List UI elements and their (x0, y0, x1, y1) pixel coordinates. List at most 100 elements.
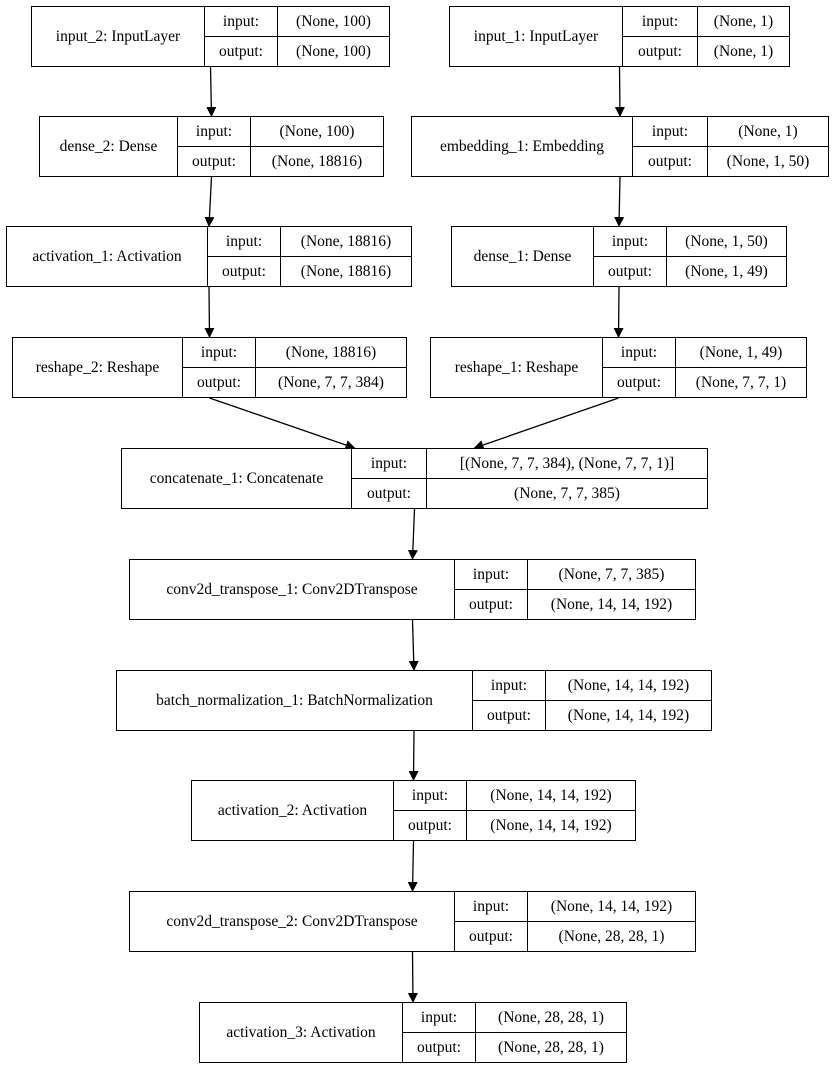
output-shape: (None, 14, 14, 192) (567, 706, 690, 724)
input-label: input: (403, 1003, 476, 1032)
input-shape: (None, 18816) (300, 232, 392, 250)
output-label: output: (394, 811, 467, 840)
input-label: input: (633, 117, 708, 146)
input-shape: (None, 7, 7, 385) (558, 565, 665, 583)
input-shape: (None, 28, 28, 1) (498, 1008, 604, 1026)
output-shape: (None, 1, 49) (685, 262, 768, 280)
edge-reshape-1-to-concatenate-1 (473, 397, 619, 450)
input-shape: (None, 14, 14, 192) (567, 676, 690, 694)
input-shape: (None, 1, 49) (699, 343, 783, 361)
edge-input-1-to-embedding-1 (614, 66, 625, 117)
layer-shapes: input: (None, 1, 49) output: (None, 7, 7, … (603, 338, 806, 397)
layer-node-batch-normalization-1: batch_normalization_1: BatchNormalizatio… (116, 670, 712, 731)
input-label: input: (455, 892, 528, 921)
output-label: output: (403, 1033, 476, 1062)
input-label: input: (473, 671, 546, 700)
input-label: input: (178, 117, 251, 146)
layer-node-activation-1: activation_1: Activation input: (None, 18… (6, 226, 412, 287)
layer-node-reshape-1: reshape_1: Reshape input: (None, 1, 49) o… (430, 337, 807, 398)
layer-node-input-1: input_1: InputLayer input:(None, 1) outp… (449, 6, 790, 67)
layer-name: dense_2: Dense (40, 117, 178, 176)
edge-input-2-to-dense-2 (206, 66, 217, 117)
layer-name: reshape_2: Reshape (13, 338, 183, 397)
layer-shapes: input: (None, 14, 14, 192) output: (None, … (473, 671, 711, 730)
layer-shapes: input: (None, 14, 14, 192) output: (None, … (455, 892, 695, 951)
layer-name: embedding_1: Embedding (412, 117, 633, 176)
input-label: input: (208, 227, 281, 256)
input-shape: (None, 18816) (285, 343, 377, 361)
layer-node-activation-3: activation_3: Activation input: (None, 28… (199, 1002, 627, 1063)
output-shape: (None, 28, 28, 1) (558, 927, 665, 945)
input-shape: [(None, 7, 7, 384), (None, 7, 7, 1)] (459, 454, 675, 472)
output-label: output: (183, 368, 256, 397)
input-shape: (None, 1) (713, 12, 774, 30)
layer-node-reshape-2: reshape_2: Reshape input: (None, 18816) o… (12, 337, 407, 398)
output-label: output: (633, 147, 708, 176)
layer-node-conv2d-transpose-2: conv2d_transpose_2: Conv2DTranspose inpu… (129, 891, 696, 952)
output-label: output: (352, 479, 427, 508)
output-shape: (None, 7, 7, 1) (695, 373, 787, 391)
layer-node-concatenate-1: concatenate_1: Concatenate input: [(None,… (121, 448, 708, 509)
layer-name: concatenate_1: Concatenate (122, 449, 352, 508)
layer-name: activation_3: Activation (200, 1003, 403, 1062)
input-shape: (None, 100) (279, 122, 355, 140)
layer-shapes: input: (None, 1) output: (None, 1) (623, 7, 789, 66)
output-label: output: (594, 257, 667, 286)
layer-node-dense-2: dense_2: Dense input: (None, 100) output:… (39, 116, 384, 177)
input-shape: (None, 1) (738, 122, 798, 140)
layer-name: input_2: InputLayer (32, 7, 205, 66)
edge-batch-normalization-1-to-activation-2 (408, 730, 419, 781)
edge-conv2d-transpose-2-to-activation-3 (407, 951, 418, 1003)
input-shape: (None, 1, 50) (685, 232, 768, 250)
layer-name: activation_2: Activation (192, 781, 394, 840)
output-shape: (None, 1) (713, 42, 774, 60)
input-label: input: (623, 7, 698, 36)
output-label: output: (205, 37, 278, 66)
input-label: input: (455, 560, 528, 589)
input-label: input: (183, 338, 256, 367)
layer-name: dense_1: Dense (452, 227, 594, 286)
layer-shapes: input: (None, 7, 7, 385) output: (None, 14… (455, 560, 695, 619)
layer-shapes: input: (None, 1) output: (None, 1, 50) (633, 117, 828, 176)
edge-conv2d-transpose-1-to-batch-normalization-1 (408, 619, 419, 671)
layer-node-embedding-1: embedding_1: Embedding input: (None, 1) o… (411, 116, 829, 177)
edge-activation-1-to-reshape-2 (204, 286, 215, 338)
edge-embedding-1-to-dense-1 (614, 176, 625, 227)
layer-shapes: input: (None, 28, 28, 1) output: (None, 28… (403, 1003, 626, 1062)
output-label: output: (455, 590, 528, 619)
input-label: input: (594, 227, 667, 256)
input-shape: (None, 14, 14, 192) (550, 897, 673, 915)
output-shape: (None, 28, 28, 1) (498, 1038, 604, 1056)
output-shape: (None, 1, 50) (726, 152, 810, 170)
input-label: input: (394, 781, 467, 810)
output-label: output: (603, 368, 676, 397)
output-shape: (None, 7, 7, 385) (514, 484, 620, 502)
edge-activation-2-to-conv2d-transpose-2 (407, 840, 418, 892)
input-shape: (None, 14, 14, 192) (490, 786, 612, 804)
layer-name: conv2d_transpose_2: Conv2DTranspose (130, 892, 455, 951)
output-label: output: (178, 147, 251, 176)
edge-reshape-2-to-concatenate-1 (209, 397, 356, 450)
output-label: output: (455, 922, 528, 951)
layer-node-input-2: input_2: InputLayer input:(None, 100) ou… (31, 6, 390, 67)
layer-node-dense-1: dense_1: Dense input: (None, 1, 50) outpu… (451, 226, 787, 287)
layer-name: reshape_1: Reshape (431, 338, 603, 397)
layer-shapes: input:(None, 100) output:(None, 100) (205, 7, 389, 66)
output-shape: (None, 14, 14, 192) (550, 595, 673, 613)
layer-shapes: input:(None, 18816) output:(None, 18816) (208, 227, 411, 286)
layer-name: activation_1: Activation (7, 227, 208, 286)
output-shape: (None, 7, 7, 384) (278, 373, 384, 391)
output-label: output: (623, 37, 698, 66)
layer-node-activation-2: activation_2: Activation input: (None, 14… (191, 780, 636, 841)
output-shape: (None, 100) (296, 42, 371, 60)
layer-shapes: input:(None, 100) output:(None, 18816) (178, 117, 383, 176)
layer-shapes: input: (None, 18816) output: (None, 7, 7, … (183, 338, 406, 397)
output-label: output: (473, 701, 546, 730)
edge-dense-1-to-reshape-1 (613, 286, 624, 338)
layer-name: conv2d_transpose_1: Conv2DTranspose (130, 560, 455, 619)
input-label: input: (352, 449, 427, 478)
edge-concatenate-1-to-conv2d-transpose-1 (407, 508, 418, 560)
input-label: input: (603, 338, 676, 367)
edge-dense-2-to-activation-1 (204, 176, 215, 227)
output-shape: (None, 14, 14, 192) (490, 816, 612, 834)
